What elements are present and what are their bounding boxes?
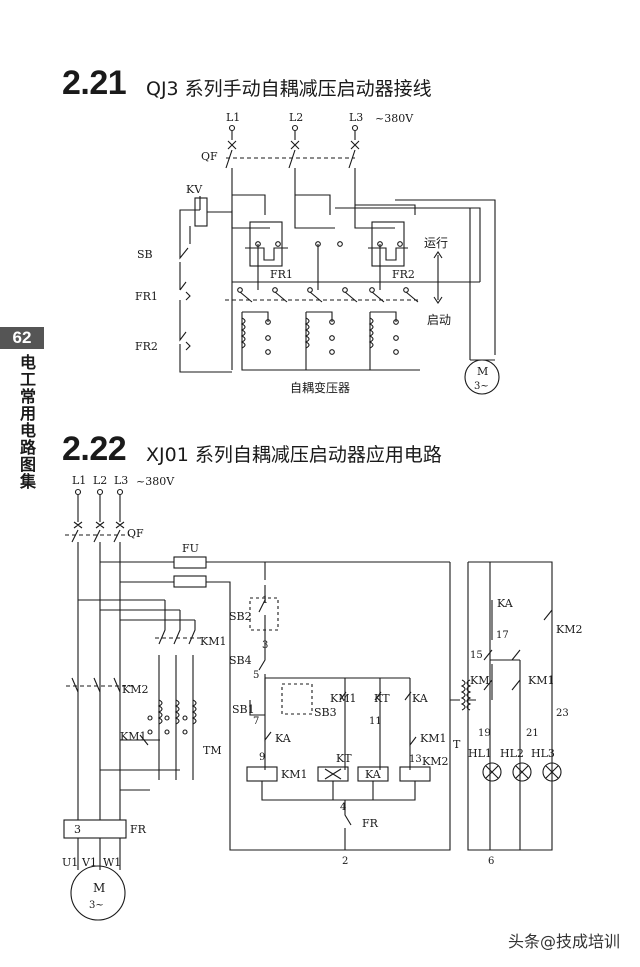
d2-node-2: 2 [342,856,348,867]
d1-label-transformer: 自耦变压器 [290,380,350,395]
d2-label-KM1-low: KM1 [120,730,146,743]
d2-label-SB2: SB2 [229,610,252,623]
d2-label-KA-r: KA [497,597,514,610]
d2-label-QF: QF [127,527,144,540]
d2-node-1: 1 [262,595,268,606]
diagram-2-21 [179,124,500,395]
d1-label-run: 运行 [424,236,448,250]
d2-coil-KM1: KM1 [281,768,307,781]
d2-label-L1: L1 [72,474,86,487]
d2-label-KT-c: KT [374,692,390,705]
d1-label-FR1: FR1 [135,290,158,303]
d1-motor-phase: 3~ [474,381,489,392]
d2-label-FR-nc: FR [362,817,379,830]
d2-label-FR: FR [130,823,147,836]
d2-label-KM2: KM2 [122,683,148,696]
section2-number: 2.22 [62,430,127,468]
d2-label-W1: W1 [103,856,121,869]
d2-node-9: 9 [259,752,265,763]
d2-label-KM2-r: KM2 [556,623,582,636]
d2-label-KM1-r: KM1 [528,674,554,687]
d2-label-SB4: SB4 [229,654,252,667]
d2-label-KM-r: KM [470,674,489,687]
d2-label-HL2: HL2 [500,747,524,760]
d2-coil-KT: KT [336,752,352,765]
d2-label-KA-c: KA [412,692,429,705]
book-title-vertical: 电工常用电路图集 [17,354,36,490]
d2-motor-phase: 3~ [89,900,104,911]
d2-node-13: 13 [409,754,422,765]
d2-label-T: T [453,738,461,751]
d2-label-HL1: HL1 [468,747,492,760]
d2-label-SB1: SB1 [232,703,255,716]
d2-label-L3: L3 [114,474,128,487]
d1-label-start: 启动 [427,313,451,327]
d2-label-HL3: HL3 [531,747,555,760]
d2-node-23: 23 [556,708,569,719]
d2-label-U1: U1 [62,856,78,869]
d2-node-21: 21 [526,728,539,739]
d2-node-17: 17 [496,630,509,641]
d1-motor-M: M [477,365,488,378]
d1-label-fr1-relay: FR1 [270,268,293,281]
d1-label-L1: L1 [226,111,240,124]
d2-label-KM1-top: KM1 [200,635,226,648]
d1-label-voltage: ~380V [375,112,414,125]
d2-label-FU: FU [182,542,199,555]
section1-title: QJ3 系列手动自耦减压启动器接线 [146,78,432,100]
d1-label-fr2-relay: FR2 [392,268,415,281]
d2-node-5: 5 [253,670,259,681]
d2-label-TM: TM [203,744,222,757]
d2-node-6: 6 [488,856,494,867]
d1-label-SB: SB [137,248,153,261]
d2-label-L2: L2 [93,474,107,487]
diagram-2-22 [63,488,562,921]
d1-label-L3: L3 [349,111,363,124]
d2-label-SB3: SB3 [314,706,337,719]
d2-node-15: 15 [470,650,483,661]
d2-label-KA-nc: KA [275,732,292,745]
d1-label-FR2: FR2 [135,340,158,353]
d2-label-KM1-nc: KM1 [420,732,446,745]
d2-coil-KM2: KM2 [422,755,448,768]
watermark: 头条@技成培训 [508,932,621,951]
d2-node-3: 3 [262,640,268,651]
d1-label-QF: QF [201,150,218,163]
d2-node-19: 19 [478,728,491,739]
d2-label-voltage: ~380V [136,475,175,488]
d2-label-FR-box: 3 [74,823,81,836]
d2-label-KM1-c: KM1 [330,692,356,705]
d1-label-L2: L2 [289,111,303,124]
d2-node-4: 4 [340,802,346,813]
section1-number: 2.21 [62,64,127,102]
d2-label-V1: V1 [81,856,97,869]
section2-title: XJ01 系列自耦减压启动器应用电路 [146,444,442,466]
d2-node-11: 11 [369,716,382,727]
page-number: 62 [0,327,44,349]
d1-label-KV: KV [186,183,203,196]
d2-node-7: 7 [253,716,259,727]
d2-coil-KA: KA [365,768,382,781]
d2-motor-M: M [93,881,105,895]
